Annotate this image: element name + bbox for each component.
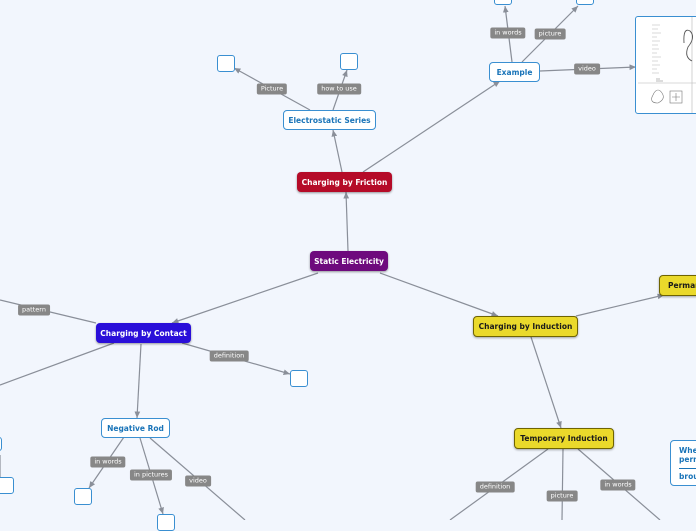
left-edge-leaf-lower[interactable] <box>0 477 14 494</box>
picture-leaf[interactable] <box>217 55 235 72</box>
how-to-use-leaf[interactable] <box>340 53 358 70</box>
edge-induction-permanent <box>575 293 665 317</box>
edge-friction-example <box>362 80 501 173</box>
side-note-card[interactable]: Whe pern brou <box>670 440 696 486</box>
tag-definition-temp: definition <box>475 481 515 493</box>
edge-contact-left <box>0 342 115 386</box>
tag-definition-contact: definition <box>209 350 249 362</box>
temporary-induction-node[interactable]: Temporary Induction <box>514 428 614 449</box>
edge-induction-temporary <box>530 336 562 429</box>
tag-in-pictures-rod: in pictures <box>129 469 173 481</box>
permanent-induction-node[interactable]: Perman <box>659 275 696 296</box>
tag-how-to-use: how to use <box>317 83 361 95</box>
negative-rod-node[interactable]: Negative Rod <box>101 418 170 438</box>
tag-video-rod: video <box>185 475 211 487</box>
tag-picture-es: Picture <box>256 83 288 95</box>
edge-central-friction <box>343 191 350 252</box>
tag-picture-example: picture <box>534 28 566 40</box>
side-note-line-3: brou <box>679 472 696 481</box>
charging-by-induction-node[interactable]: Charging by Induction <box>473 316 578 337</box>
charging-by-friction-node[interactable]: Charging by Friction <box>297 172 392 192</box>
edge-friction-es <box>331 129 343 173</box>
electrostatic-series-node[interactable]: Electrostatic Series <box>283 110 376 130</box>
side-note-line-2: pern <box>679 455 696 464</box>
left-edge-leaf-upper[interactable] <box>0 437 2 451</box>
in-pictures-rod-leaf[interactable] <box>157 514 175 531</box>
tag-in-words-example: in words <box>490 27 526 39</box>
in-words-example-leaf[interactable] <box>494 0 512 5</box>
definition-contact-leaf[interactable] <box>290 370 308 387</box>
charging-by-contact-node[interactable]: Charging by Contact <box>96 323 191 343</box>
static-electricity-node[interactable]: Static Electricity <box>310 251 388 271</box>
edge-temp-picture <box>561 448 564 520</box>
tag-picture-temp: picture <box>546 490 578 502</box>
example-node[interactable]: Example <box>489 62 540 82</box>
video-thumbnail[interactable] <box>635 16 696 114</box>
edge-central-induction <box>379 272 499 317</box>
tag-in-words-rod: in words <box>90 456 126 468</box>
edge-contact-rod <box>134 343 142 419</box>
picture-example-leaf[interactable] <box>576 0 594 5</box>
side-note-divider <box>679 468 696 469</box>
edge-central-contact <box>171 272 319 324</box>
side-note-line-1: Whe <box>679 446 696 455</box>
sketch-image-icon <box>638 17 696 113</box>
tag-pattern: pattern <box>18 304 50 316</box>
tag-video-example: video <box>574 63 600 75</box>
in-words-rod-leaf[interactable] <box>74 488 92 505</box>
tag-in-words-temp: in words <box>600 479 636 491</box>
